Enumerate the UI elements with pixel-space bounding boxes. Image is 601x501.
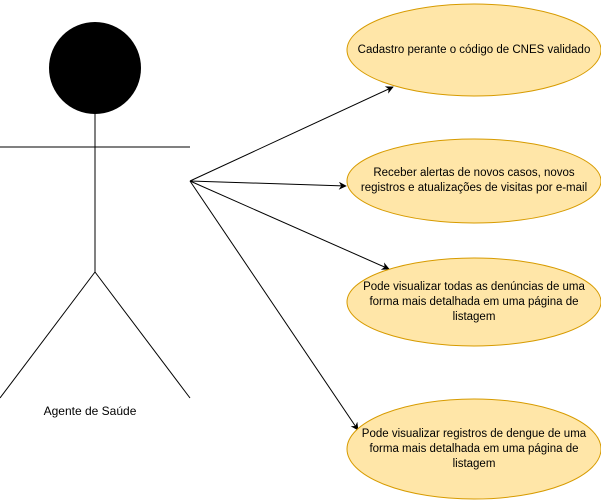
use-case-ellipse-1[interactable] (346, 3, 601, 97)
use-case-label-4: Pode visualizar registros de dengue de u… (361, 427, 587, 470)
associations (189, 86, 394, 431)
use-case-ellipse-3[interactable] (346, 257, 601, 347)
actor-label: Agente de Saúde (43, 404, 137, 418)
use-case-ellipse-2[interactable] (346, 138, 601, 224)
actor-left-leg (0, 271, 96, 399)
actor-right-leg (94, 271, 191, 399)
use-case-label-2: Receber alertas de novos casos, novos re… (360, 167, 588, 194)
use-case-label-1: Cadastro perante o código de CNES valida… (357, 43, 591, 56)
use-case-ellipse-4[interactable] (346, 398, 601, 500)
actor-figure[interactable] (0, 22, 191, 399)
association-arrow-4[interactable] (189, 180, 359, 431)
association-arrow-3[interactable] (189, 180, 390, 270)
use-case-shapes (346, 3, 601, 500)
association-arrow-2[interactable] (189, 180, 347, 190)
use-case-label-3: Pode visualizar todas as denúncias de um… (363, 280, 585, 323)
association-arrow-1[interactable] (189, 86, 394, 182)
actor-head (49, 22, 141, 114)
